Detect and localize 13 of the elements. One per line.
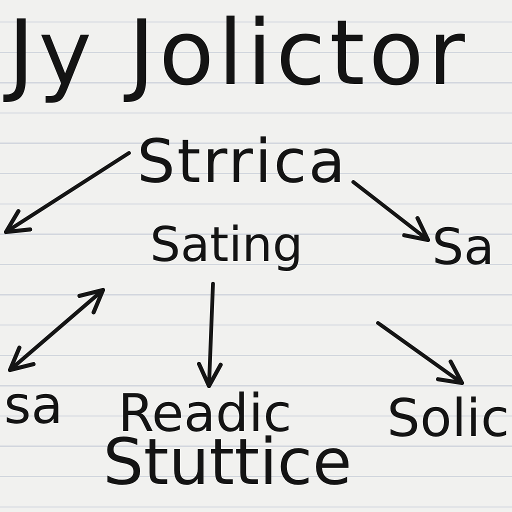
handwritten-label: Readic (118, 392, 292, 436)
handwritten-label: Sating (150, 219, 303, 272)
title: Jy Jolictor (2, 0, 469, 108)
arrow (376, 321, 464, 386)
handwritten-label: Stuttice (103, 436, 352, 491)
handwritten-label: Strrica (137, 129, 348, 195)
arrow (196, 282, 223, 388)
handwritten-label: Sa (432, 220, 494, 275)
handwritten-label: sa (4, 378, 63, 436)
arrow (351, 180, 430, 242)
handwritten-label: Solic (387, 391, 510, 448)
arrow (4, 151, 131, 234)
arrow (8, 288, 106, 372)
